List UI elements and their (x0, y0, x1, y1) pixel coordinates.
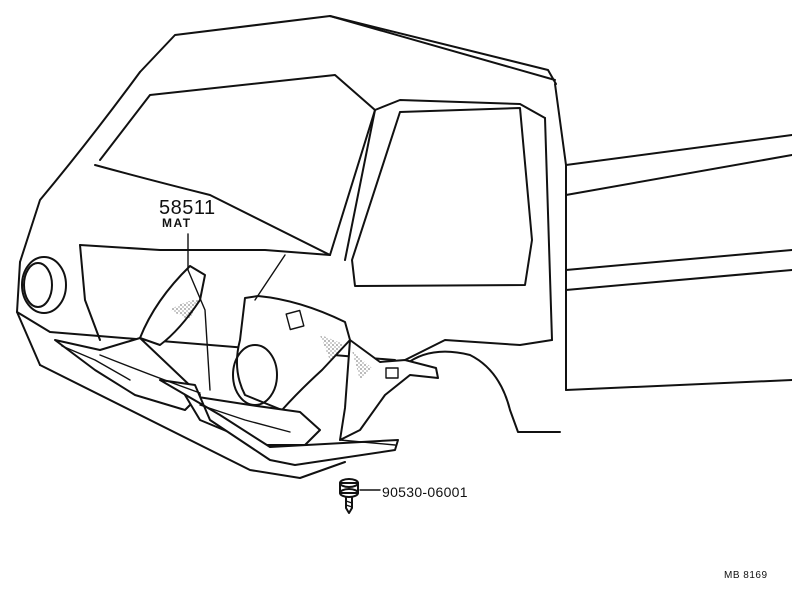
mat-part-name: MAT (162, 216, 192, 230)
cargo-bed (565, 134, 792, 391)
floor-mat (54, 265, 439, 466)
drawing-code: MB 8169 (724, 570, 768, 581)
truck-cab-body (16, 15, 567, 479)
mat-part-number: 58511 (159, 197, 216, 219)
screw-icon (339, 478, 359, 514)
leader-lines (187, 233, 381, 491)
screw-part-number: 90530-06001 (382, 484, 468, 500)
